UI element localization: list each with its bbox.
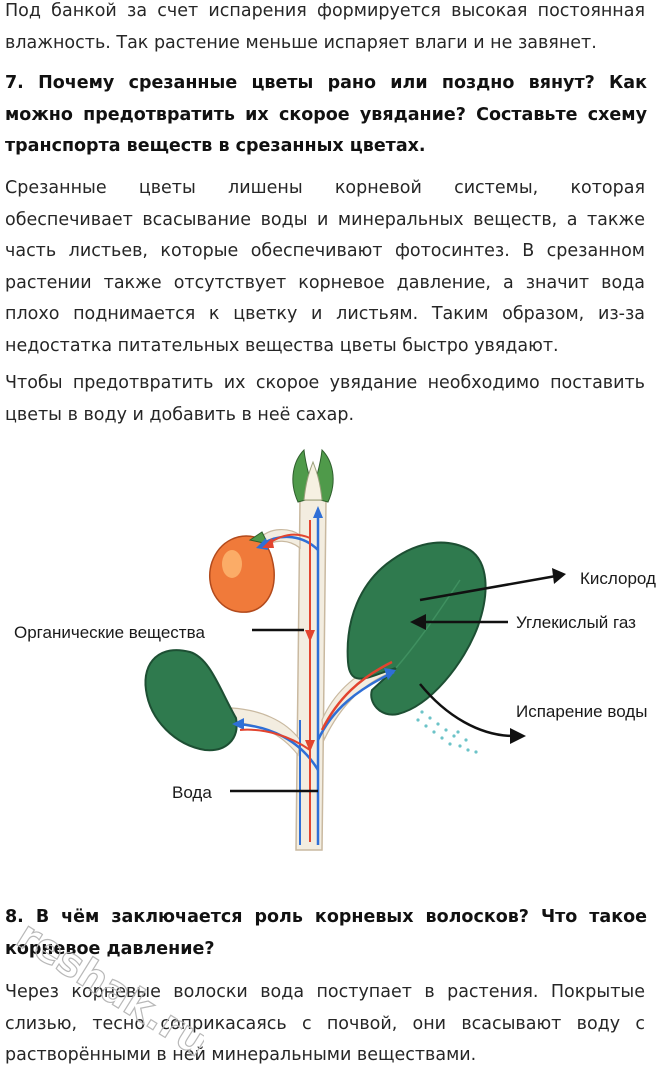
upper-right-leaf <box>346 541 487 716</box>
organic-flow-arrows <box>239 520 393 842</box>
label-evaporation: Испарение воды <box>516 702 647 721</box>
question-7-heading: 7. Почему срезанные цветы рано или поздн… <box>5 73 647 156</box>
label-oxygen: Кислород <box>580 569 656 588</box>
transport-diagram: Кислород Углекислый газ Органические вещ… <box>14 448 656 851</box>
paragraph-humidity: Под банкой за счет испарения формируется… <box>5 1 645 53</box>
paragraph-cut-flowers: Срезанные цветы лишены корневой системы,… <box>5 178 645 356</box>
paragraph-root-hairs: Через корневые волоски вода поступает в … <box>5 982 645 1065</box>
label-co2: Углекислый газ <box>516 613 636 632</box>
question-8-heading: 8. В чём заключается роль корневых волос… <box>5 907 647 959</box>
label-organic: Органические вещества <box>14 623 205 642</box>
fruit <box>209 531 275 613</box>
evaporation-droplets <box>416 710 478 754</box>
lower-leaf <box>144 649 238 752</box>
paragraph-prevention: Чтобы предотвратить их скорое увядание н… <box>5 373 645 425</box>
label-water: Вода <box>172 783 212 802</box>
flower-bud <box>292 448 334 503</box>
label-pointers <box>230 568 566 793</box>
